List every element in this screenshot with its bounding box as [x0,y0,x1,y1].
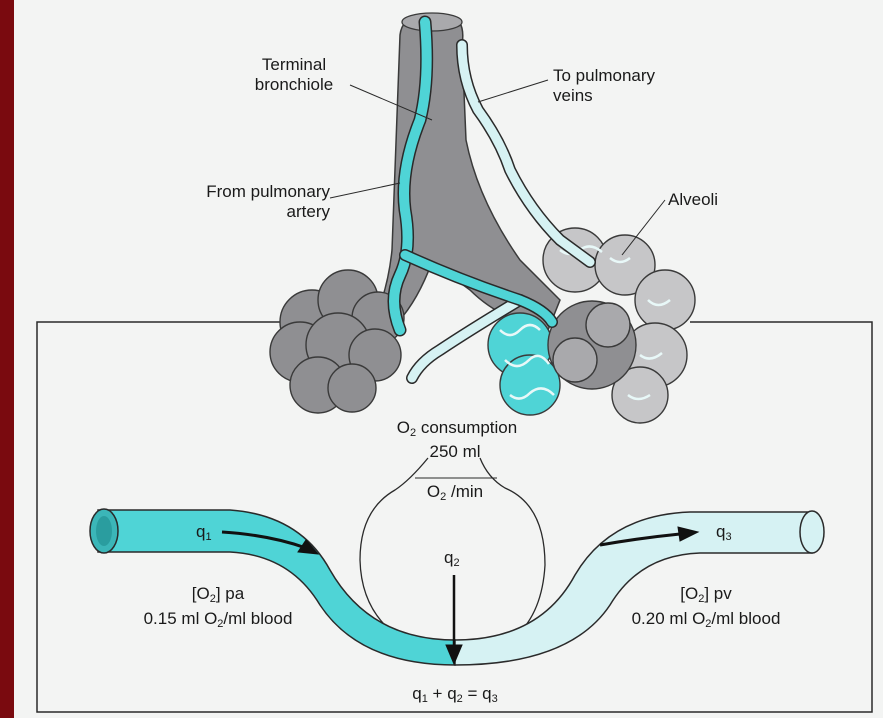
venous-o2-title: [O2] pv [596,584,816,609]
venous-o2-label: [O2] pv 0.20 ml O2/ml blood [596,584,816,634]
q3-label: q3 [716,522,732,547]
from-pulmonary-artery-line2: artery [170,202,330,222]
o2-consumption-label: O2 consumption [372,418,542,443]
to-pulmonary-veins-line1: To pulmonary [553,66,655,86]
terminal-bronchiole-line2: bronchiole [236,75,352,95]
q2-label: q2 [444,548,460,573]
venous-vessel-end [800,511,824,553]
arterial-o2-value: 0.15 ml O2/ml blood [108,609,328,634]
q1-label: q1 [196,522,212,547]
arterial-o2-title: [O2] pa [108,584,328,609]
terminal-bronchiole-label: Terminal bronchiole [236,55,352,95]
arterial-o2-label: [O2] pa 0.15 ml O2/ml blood [108,584,328,634]
o2-amount-label: 250 ml [405,442,505,462]
o2-rate-label: O2 /min [405,482,505,507]
alveoli-label: Alveoli [668,190,718,210]
fick-equation: q1 + q2 = q3 [360,684,550,709]
to-pulmonary-veins-line2: veins [553,86,655,106]
from-pulmonary-artery-label: From pulmonary artery [170,182,330,222]
terminal-bronchiole-line1: Terminal [236,55,352,75]
to-pulmonary-veins-label: To pulmonary veins [553,66,655,106]
from-pulmonary-artery-line1: From pulmonary [170,182,330,202]
venous-o2-value: 0.20 ml O2/ml blood [596,609,816,634]
